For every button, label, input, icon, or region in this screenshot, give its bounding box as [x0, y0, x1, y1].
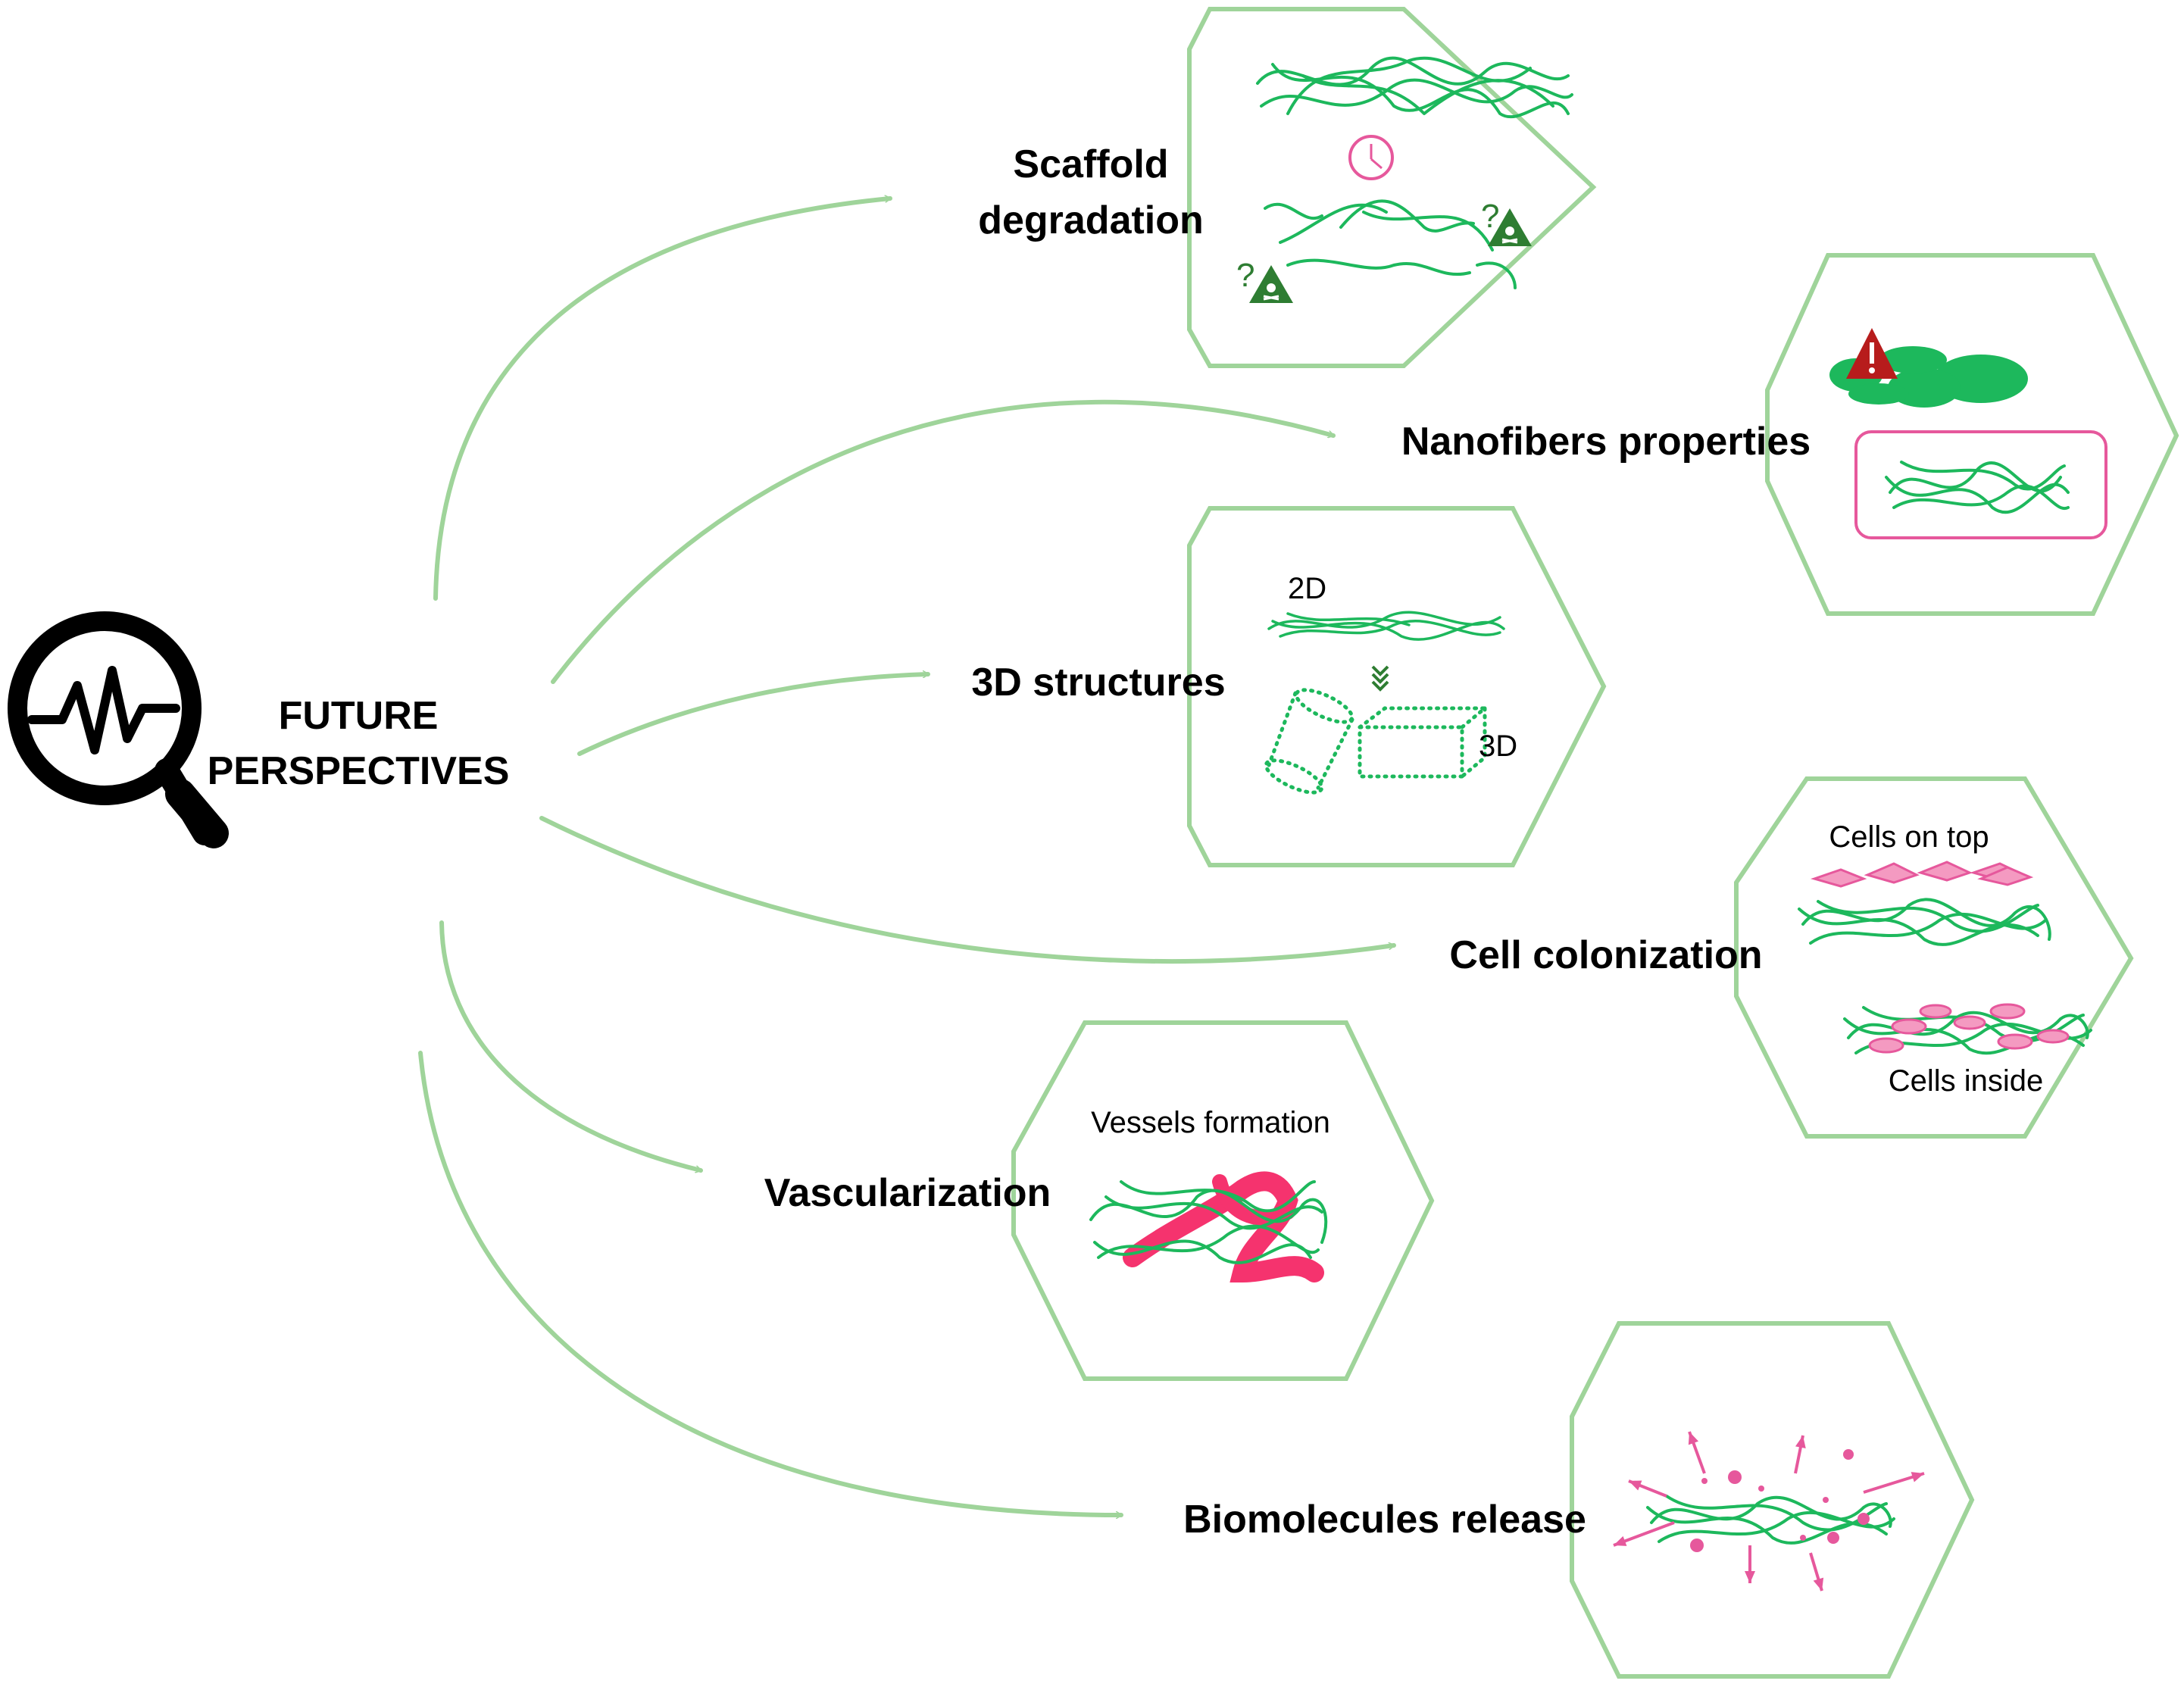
nanofibers-title: Nanofibers properties — [1401, 420, 1811, 464]
center-title-line1: FUTURE — [279, 694, 439, 738]
magnifier-pulse-icon — [8, 611, 229, 848]
3d-structures-hexagon — [1187, 506, 1607, 867]
cell-colonization-title: Cell colonization — [1449, 933, 1762, 977]
arrow-to-cell-colonization — [539, 816, 1396, 964]
scaffold-hexagon — [1187, 7, 1597, 368]
clock-icon — [1348, 135, 1394, 180]
cell-colonization-panel: Cells on top Cell colonization — [1449, 776, 2134, 1139]
3d-structures-title: 3D structures — [971, 661, 1225, 704]
cells-inside-label: Cells inside — [1889, 1064, 2044, 1098]
scaffold-title-line1: Scaffold — [1013, 142, 1168, 186]
scaffold-fiber-mesh — [1256, 56, 1573, 119]
biomolecule-particles — [1690, 1449, 1870, 1552]
nanofibers-highlight-box — [1854, 430, 2107, 539]
cells-inside — [1868, 1003, 2070, 1054]
connector-arrows — [418, 198, 1396, 1515]
cell-colonization-hexagon — [1734, 776, 2134, 1139]
center-title-line2: PERSPECTIVES — [208, 749, 510, 793]
question-mark-1: ? — [1481, 198, 1499, 235]
colonization-fiber-mesh-top — [1798, 898, 2051, 946]
arrow-to-3d-structures — [577, 674, 930, 756]
cylinder-shape — [1264, 688, 1354, 795]
label-3d: 3D — [1479, 729, 1517, 763]
nanofibers-fiber-mesh — [1885, 461, 2070, 514]
nanofibers-properties-panel: Nanofibers properties — [1401, 253, 2179, 616]
toxic-warning-icon-2 — [1249, 265, 1293, 303]
release-arrows — [1613, 1431, 1925, 1592]
vascularization-panel: Vessels formation Vascularization — [764, 1020, 1435, 1381]
vascularization-title: Vascularization — [764, 1171, 1051, 1215]
box-shape — [1358, 706, 1490, 779]
flat-fiber-mesh — [1267, 611, 1505, 641]
cells-on-top — [1810, 861, 2034, 888]
warning-icon — [1846, 328, 1898, 379]
vascularization-fiber-mesh — [1089, 1180, 1328, 1264]
biomolecules-title: Biomolecules release — [1183, 1498, 1586, 1542]
degraded-fibers — [1264, 199, 1517, 289]
vessels-formation-label: Vessels formation — [1091, 1106, 1330, 1139]
cells-on-top-label: Cells on top — [1829, 820, 1989, 854]
question-mark-2: ? — [1236, 257, 1254, 294]
arrow-to-biomolecules — [418, 1051, 1123, 1515]
biomolecules-release-panel: Biomolecules release — [1183, 1321, 1975, 1679]
chevron-down-icon — [1371, 665, 1389, 692]
scaffold-title-line2: degradation — [978, 198, 1204, 242]
3d-structures-panel: 2D 3D structures 3D — [971, 506, 1607, 867]
scaffold-degradation-panel: Scaffold degradation ? ? — [978, 7, 1597, 368]
dense-fiber-blob — [1829, 346, 2028, 408]
biomolecules-hexagon — [1570, 1321, 1975, 1679]
arrow-to-scaffold — [433, 198, 892, 601]
toxic-warning-icon — [1488, 208, 1532, 246]
arrow-to-vascularization — [439, 920, 703, 1170]
label-2d: 2D — [1288, 572, 1326, 605]
arrow-to-nanofibers — [551, 399, 1336, 684]
